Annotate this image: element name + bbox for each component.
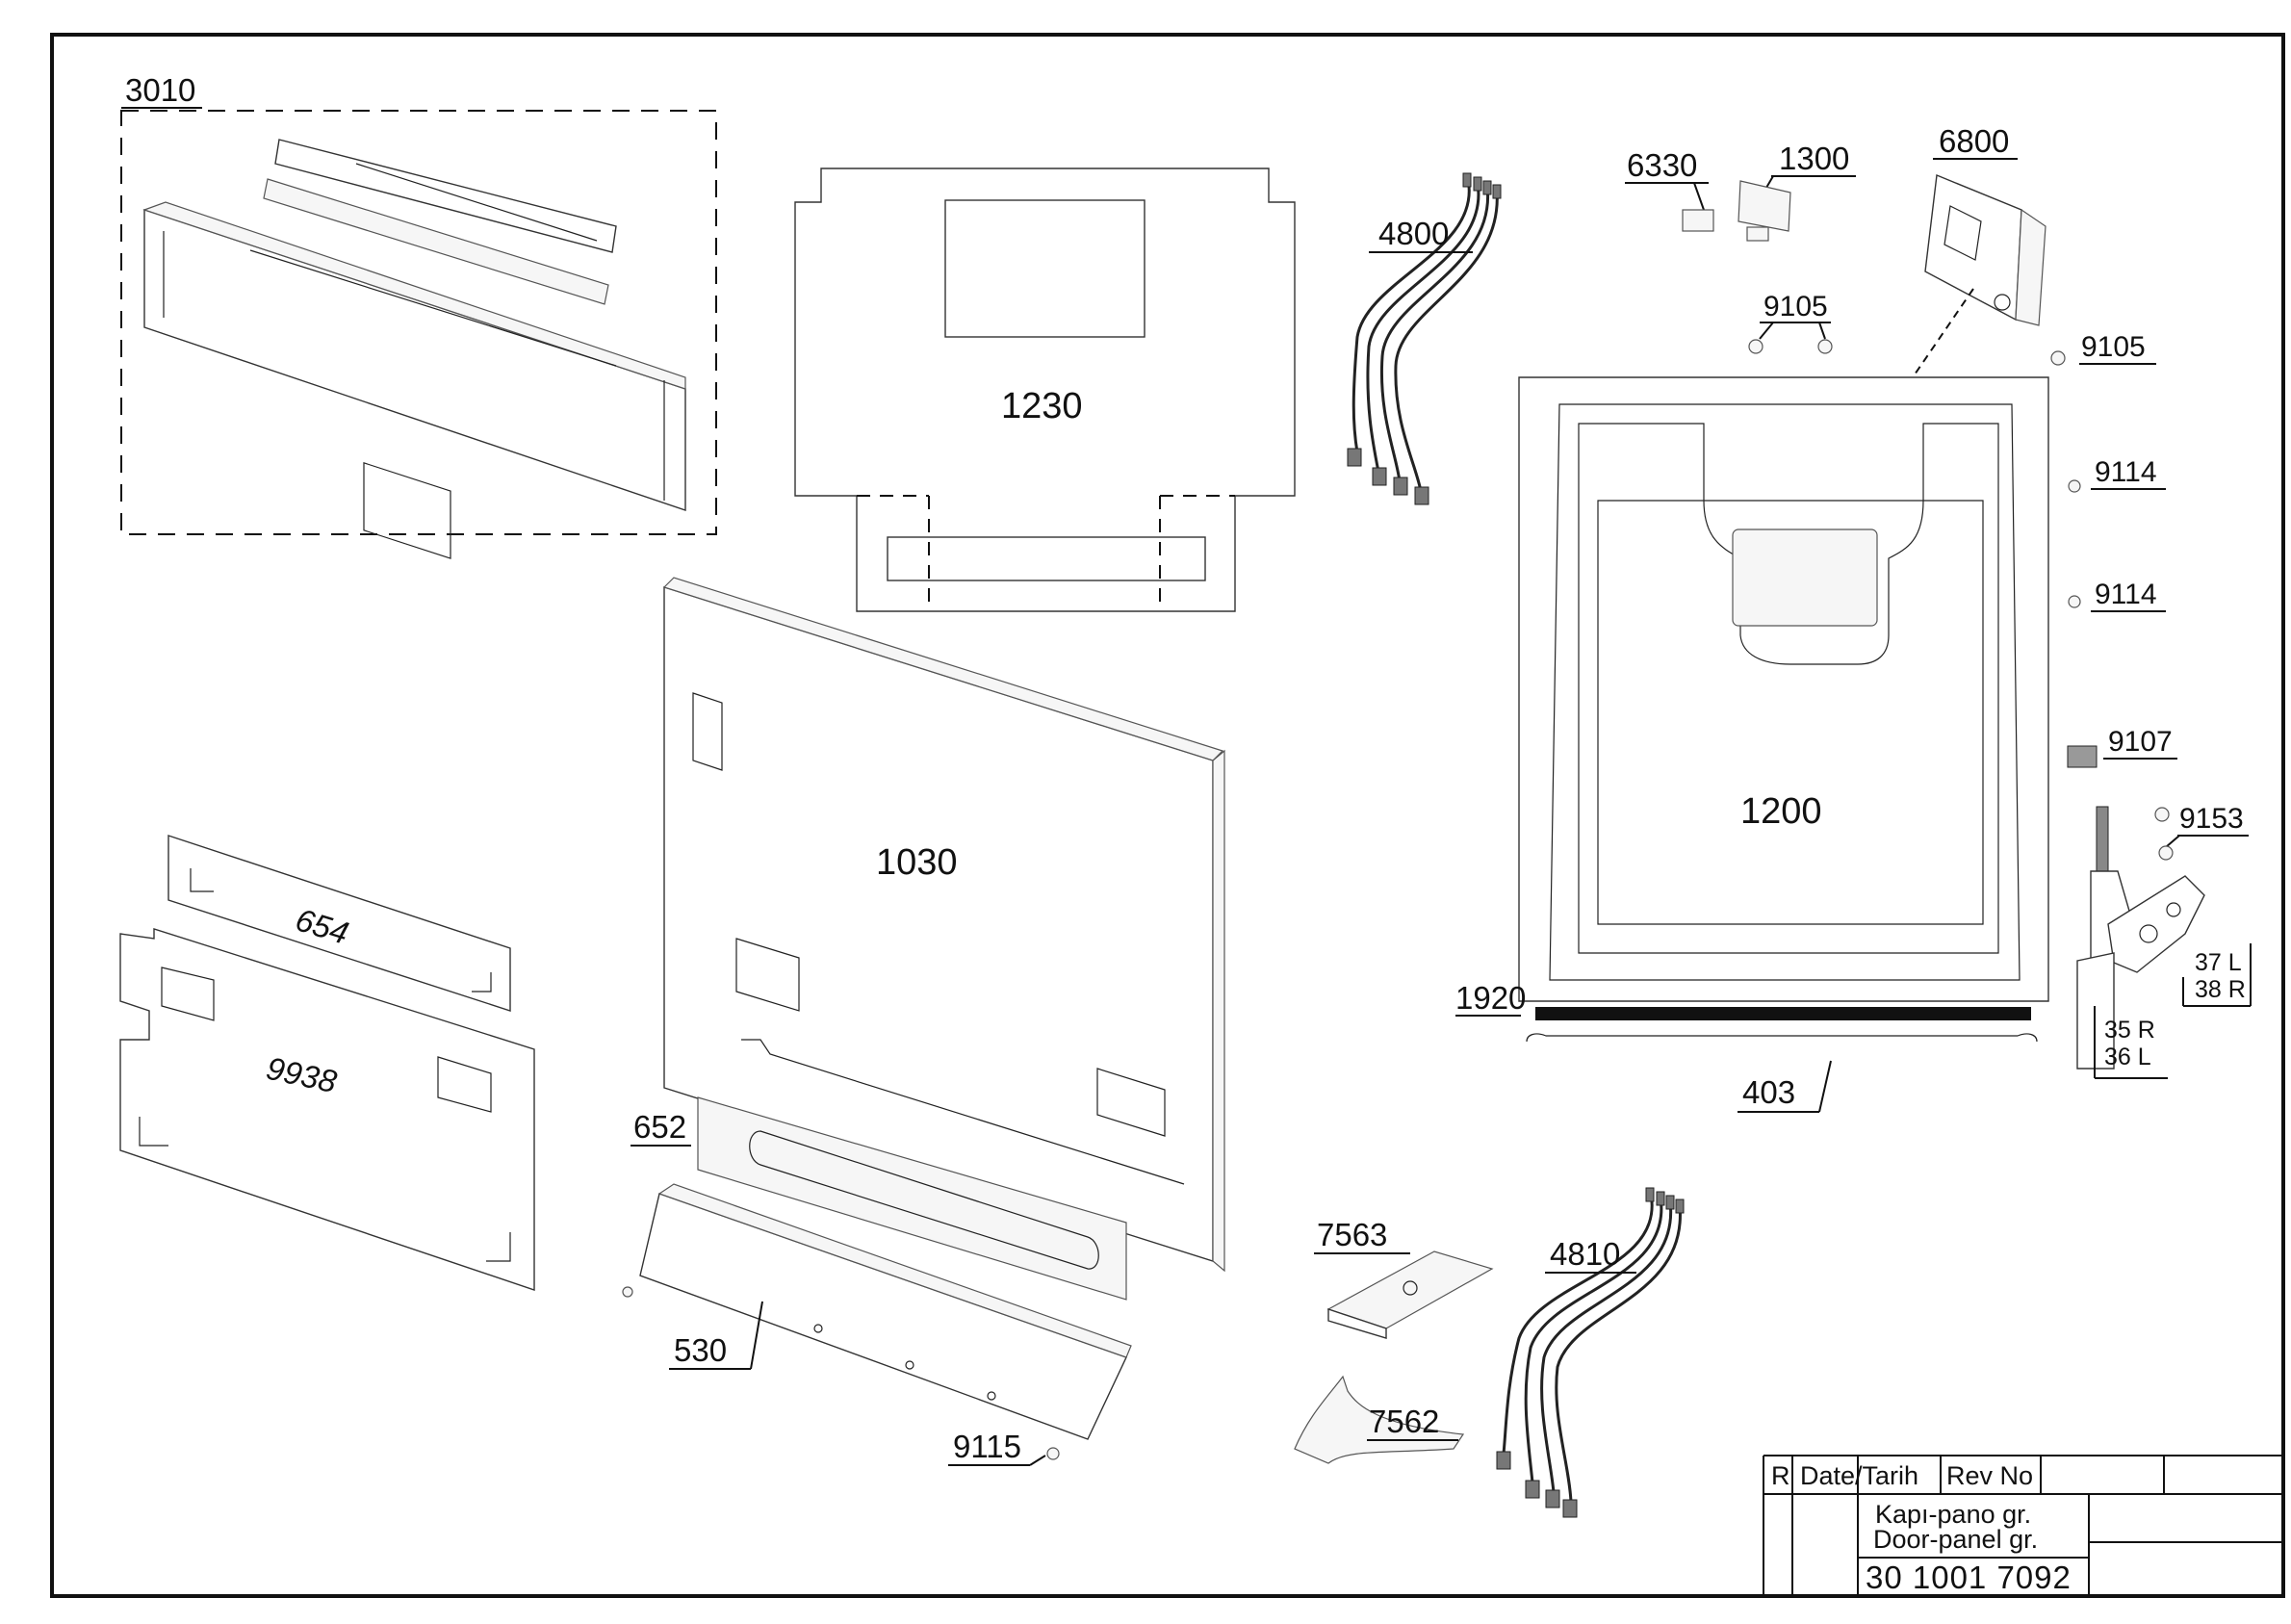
label-9107: 9107 [2108, 726, 2173, 758]
label-38R: 38 R [2195, 976, 2246, 1003]
label-7563: 7563 [1317, 1217, 1387, 1252]
panel-handle-recess [363, 462, 451, 559]
screw-9114-icon [2068, 479, 2081, 493]
label-6330: 6330 [1627, 147, 1697, 183]
screw-9115-icon [1046, 1447, 1060, 1460]
label-7562: 7562 [1369, 1404, 1439, 1439]
part-7563-group: 7563 [1314, 1217, 1494, 1339]
cardboard-1230 [794, 168, 1296, 612]
part-3010-group: 3010 [120, 72, 717, 559]
part-4810-group: 4810 [1496, 1187, 1685, 1518]
part-9115-group: 9115 [948, 1429, 1060, 1466]
label-1920: 1920 [1455, 980, 1526, 1016]
part-654-group: 654 [167, 835, 511, 1012]
tb-title-en: Door-panel gr. [1873, 1525, 2038, 1554]
cardboard-1230-window [944, 199, 1146, 338]
label-1200: 1200 [1740, 791, 1822, 832]
screw-9114-icon [2068, 595, 2081, 608]
door-lock-1300 [1738, 180, 1791, 232]
label-35R: 35 R [2104, 1017, 2155, 1044]
part-9938-group: 9938 [119, 928, 535, 1291]
gasket-9107-icon [2067, 745, 2098, 768]
tb-rev-col: R [1771, 1461, 1790, 1490]
cable-harness-4810 [1502, 1193, 1682, 1503]
part-1920-group: 1920 [1455, 980, 2031, 1020]
door-seal-1920 [1535, 1007, 2031, 1020]
tb-date-header: Date/Tarih [1800, 1461, 1918, 1490]
screw-9105-icon [1817, 339, 1833, 354]
inner-door-tub-outline [1578, 423, 1999, 954]
title-block: R Date/Tarih Rev No Kapı-pano gr. Door-p… [1763, 1455, 2281, 1596]
label-9114-a: 9114 [2095, 456, 2157, 488]
cable-harness-4800 [1351, 178, 1499, 492]
tb-rev-header: Rev No [1946, 1461, 2033, 1490]
label-9105-b: 9105 [2081, 331, 2146, 363]
part-4800-group: 4800 [1347, 172, 1502, 505]
part-403-group: 403 [1526, 1033, 2038, 1113]
tb-drawing-number: 30 1001 7092 [1866, 1560, 2072, 1595]
part-6800-group: 6800 [1778, 123, 2046, 574]
part-6330-group: 6330 [1625, 147, 1714, 232]
label-4810: 4810 [1550, 1236, 1620, 1272]
inner-door-1200 [1518, 376, 2049, 1002]
dispenser-recess [1732, 528, 1878, 627]
screw-9153-icon [2158, 845, 2174, 861]
label-1230: 1230 [1001, 386, 1083, 426]
handle-652 [697, 1096, 1127, 1301]
part-652-group: 652 [631, 1096, 1127, 1301]
cardboard-1230-strip [887, 536, 1206, 581]
screw-9153-icon [2154, 807, 2170, 822]
part-1230-group: 1230 [794, 168, 1296, 612]
part-9105-group: 9105 9105 [1748, 291, 2156, 366]
label-9115: 9115 [953, 1429, 1021, 1464]
screw-9105-icon [1748, 339, 1763, 354]
label-530: 530 [674, 1332, 727, 1368]
outer-door-cutout [735, 938, 800, 1012]
display-strip [274, 139, 617, 253]
part-9107-group: 9107 [2067, 726, 2177, 768]
label-403: 403 [1742, 1074, 1795, 1110]
tb-title-tr: Kapı-pano gr. [1875, 1500, 2031, 1529]
bracket-7562 [1294, 1375, 1465, 1464]
door-rail-403 [1526, 1033, 2038, 1043]
part-1300-group: 1300 [1738, 141, 1856, 242]
part-9114-group: 9114 9114 [2068, 456, 2166, 612]
label-1030: 1030 [876, 842, 958, 883]
door-switch-6330 [1682, 209, 1714, 232]
sheet-border [50, 33, 2285, 1598]
door-hinge-group: 37 L 38 R 35 R 36 L [2076, 806, 2252, 1079]
group-3010-dashed-box [120, 110, 717, 535]
screw-icon [622, 1286, 633, 1298]
label-9114-b: 9114 [2095, 579, 2157, 610]
label-3010: 3010 [125, 72, 195, 108]
part-1030-group: 1030 [662, 577, 1225, 1273]
label-37L: 37 L [2195, 949, 2242, 976]
screw-9105-icon [2050, 350, 2066, 366]
part-9153-group: 9153 [2154, 803, 2249, 861]
plate-654 [167, 835, 511, 1012]
label-9105-a: 9105 [1763, 291, 1828, 322]
label-6800: 6800 [1939, 123, 2009, 159]
label-36L: 36 L [2104, 1044, 2151, 1070]
part-1200-group: 1200 [1518, 376, 2049, 1002]
label-9153: 9153 [2179, 803, 2244, 835]
control-pcb [263, 178, 609, 305]
label-652: 652 [633, 1109, 686, 1145]
detergent-dispenser-6800 [1924, 174, 2022, 322]
label-1300: 1300 [1779, 141, 1849, 176]
label-4800: 4800 [1378, 216, 1449, 251]
insulation-9938 [119, 928, 535, 1291]
part-7562-group: 7562 [1294, 1375, 1465, 1464]
part-530-group: 530 [622, 1183, 1132, 1440]
